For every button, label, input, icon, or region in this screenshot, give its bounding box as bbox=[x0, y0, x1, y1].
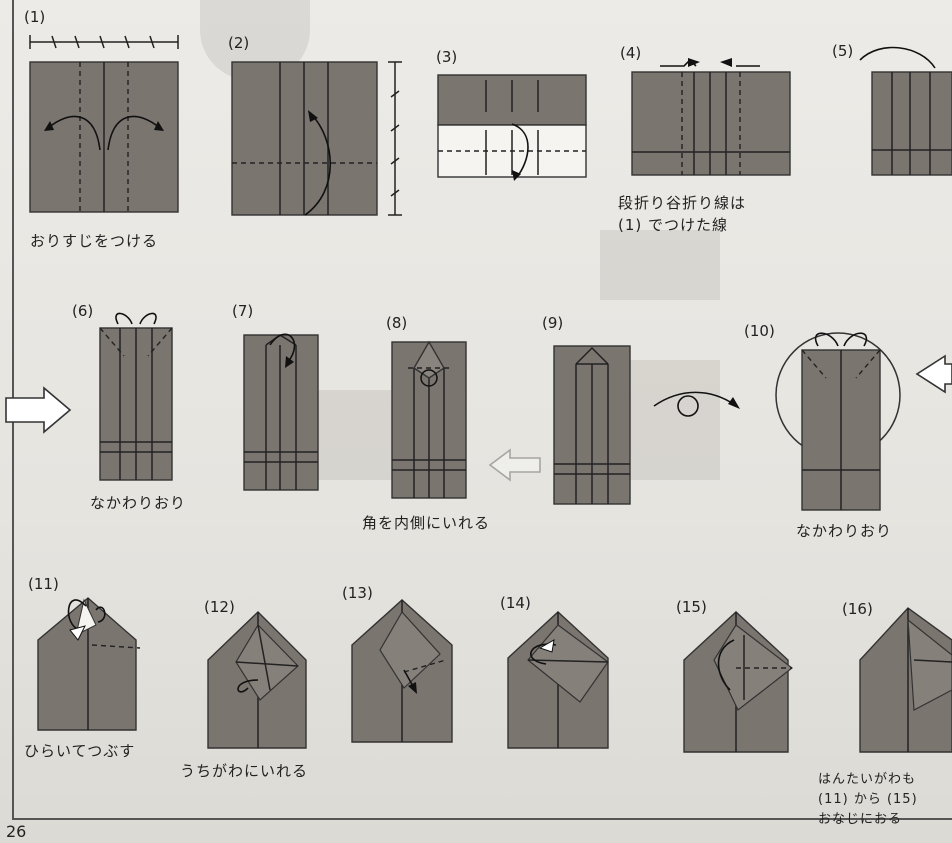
step-number: (13) bbox=[342, 584, 373, 602]
step-2-diagram bbox=[231, 61, 402, 216]
step-number: (12) bbox=[204, 598, 235, 616]
step-number: (8) bbox=[386, 314, 408, 332]
step-caption: 角を内側にいれる bbox=[362, 514, 491, 532]
step-14-diagram bbox=[507, 611, 609, 749]
step-number: (4) bbox=[620, 44, 642, 62]
step-6-diagram bbox=[99, 312, 173, 481]
step-number: (5) bbox=[832, 42, 854, 60]
step-caption: なかわりおり bbox=[90, 494, 187, 512]
step-number: (2) bbox=[228, 34, 250, 52]
step-number: (11) bbox=[28, 575, 59, 593]
back-arrow-icon bbox=[488, 448, 541, 482]
step-number: (16) bbox=[842, 600, 873, 618]
step-15-diagram bbox=[683, 611, 793, 753]
step-1-diagram bbox=[29, 35, 179, 213]
step-9-diagram bbox=[553, 345, 631, 505]
next-arrow-icon bbox=[915, 354, 952, 394]
step-caption: ひらいてつぶす bbox=[24, 742, 136, 760]
step-number: (1) bbox=[24, 8, 46, 26]
step-number: (10) bbox=[744, 322, 775, 340]
step-8-diagram bbox=[391, 340, 467, 499]
step-caption: なかわりおり bbox=[796, 522, 893, 540]
step-number: (3) bbox=[436, 48, 458, 66]
step-12-diagram bbox=[207, 611, 307, 749]
turn-over-icon bbox=[653, 391, 740, 417]
step-number: (6) bbox=[72, 302, 94, 320]
step-caption: おりすじをつける bbox=[30, 232, 159, 250]
bleed-through-shape bbox=[600, 230, 720, 300]
step-16-diagram bbox=[859, 607, 952, 753]
step-11-diagram bbox=[37, 597, 141, 731]
page-number: 26 bbox=[6, 822, 27, 841]
step-7-diagram bbox=[243, 333, 319, 491]
step-10-diagram bbox=[775, 332, 901, 511]
step-number: (9) bbox=[542, 314, 564, 332]
step-caption: はんたいがわも (11) から (15) おなじにおる bbox=[818, 772, 918, 827]
step-number: (15) bbox=[676, 598, 707, 616]
step-13-diagram bbox=[351, 599, 453, 743]
continue-arrow-icon bbox=[5, 386, 72, 434]
step-5-diagram bbox=[859, 46, 952, 176]
step-caption: うちがわにいれる bbox=[180, 762, 309, 780]
step-4-diagram bbox=[631, 58, 791, 176]
step-number: (14) bbox=[500, 594, 531, 612]
step-3-diagram bbox=[437, 74, 587, 181]
step-caption: 段折り谷折り線は (1) でつけた線 bbox=[618, 194, 747, 234]
step-number: (7) bbox=[232, 302, 254, 320]
